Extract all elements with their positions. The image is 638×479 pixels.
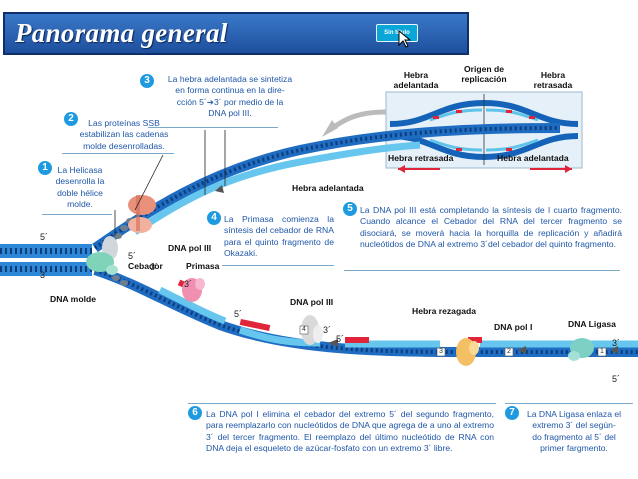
- note-2-rule: [62, 153, 174, 154]
- inset-origin-label: Origen de replicación: [461, 64, 507, 84]
- template-dna-label: DNA molde: [50, 294, 96, 304]
- step-badge-2: 2: [64, 112, 78, 126]
- note-5-dna-pol-iii: La DNA pol III está completando la sínte…: [360, 205, 622, 249]
- inset-right-lagging-label: Hebra retrasada: [533, 70, 573, 90]
- dna-pol-iii-top-label: DNA pol III: [168, 243, 212, 253]
- step-badge-4: 4: [207, 211, 221, 225]
- inset-left-leading-label: Hebra adelantada: [393, 70, 439, 90]
- cursor-arrow-icon: [398, 30, 412, 48]
- parental-dna: [0, 244, 92, 276]
- leading-new-strand: [133, 141, 421, 235]
- page-title: Panorama general: [15, 18, 228, 48]
- leading-strand-label: Hebra adelantada: [292, 183, 364, 193]
- dna-pol-iii-bottom-label: DNA pol III: [290, 297, 334, 307]
- step-badge-7: 7: [505, 406, 519, 420]
- lagging-strand-label: Hebra rezagada: [412, 306, 477, 316]
- note-6-rule-top: [188, 403, 496, 404]
- dna-pol-iii-bottom: [301, 315, 323, 345]
- note-4-primase: La Primasa comienza la síntesis del ceba…: [224, 214, 334, 258]
- dna-ligase-label: DNA Ligasa: [568, 319, 616, 329]
- primer-label: Cebador: [128, 261, 163, 271]
- note-7-rule-top: [505, 403, 633, 404]
- end-mid-a: 5´: [128, 251, 137, 261]
- note-1-helicase: La Helicasa desenrolla la doble hélice m…: [55, 165, 105, 209]
- step-badge-5: 5: [343, 202, 357, 216]
- primase-label: Primasa: [186, 261, 220, 271]
- note-5-rule: [344, 270, 620, 271]
- end-right-top: 3´: [612, 338, 621, 348]
- fragment-number-4: 4: [302, 326, 306, 333]
- step-badge-3: 3: [140, 74, 154, 88]
- inset-bottom-leading-label: Hebra adelantada: [497, 153, 569, 163]
- end-mid-f: 5´: [336, 334, 345, 344]
- note-6-dna-pol-i: La DNA pol I elimina el cebador del extr…: [206, 409, 494, 453]
- note-1-rule: [42, 214, 112, 215]
- fragment-number-2: 2: [507, 348, 511, 355]
- dna-pol-iii-top: [86, 252, 118, 275]
- end-mid-c: 3´: [184, 279, 193, 289]
- note-4-rule: [222, 265, 334, 266]
- inset-bottom-lagging-label: Hebra retrasada: [388, 153, 454, 163]
- dna-ligase-protein: [568, 338, 594, 361]
- note-2-ssb: Las proteínas SSB estabilizan las cadena…: [79, 118, 169, 151]
- dna-pol-i-protein: [456, 338, 479, 366]
- end-mid-b: 3´: [150, 262, 159, 272]
- end-left-top: 5´: [40, 232, 49, 242]
- end-mid-e: 3´: [323, 325, 332, 335]
- inset-pointer-arrow: [328, 109, 387, 132]
- end-right-bottom: 5´: [612, 374, 621, 384]
- note-3-rule: [148, 127, 278, 128]
- step-badge-1: 1: [38, 161, 52, 175]
- note-7-ligase: La DNA Ligasa enlaza el extremo 3´ del s…: [526, 409, 622, 453]
- note-3-leading-synthesis: La hebra adelantada se sintetiza en form…: [167, 74, 293, 118]
- dna-pol-i-label: DNA pol I: [494, 322, 533, 332]
- fragment-number-1: 1: [600, 348, 604, 355]
- primase-protein: [182, 278, 205, 302]
- step-badge-6: 6: [188, 406, 202, 420]
- end-left-bottom: 3´: [40, 270, 49, 280]
- fragment-number-3: 3: [439, 348, 443, 355]
- end-mid-d: 5´: [234, 309, 243, 319]
